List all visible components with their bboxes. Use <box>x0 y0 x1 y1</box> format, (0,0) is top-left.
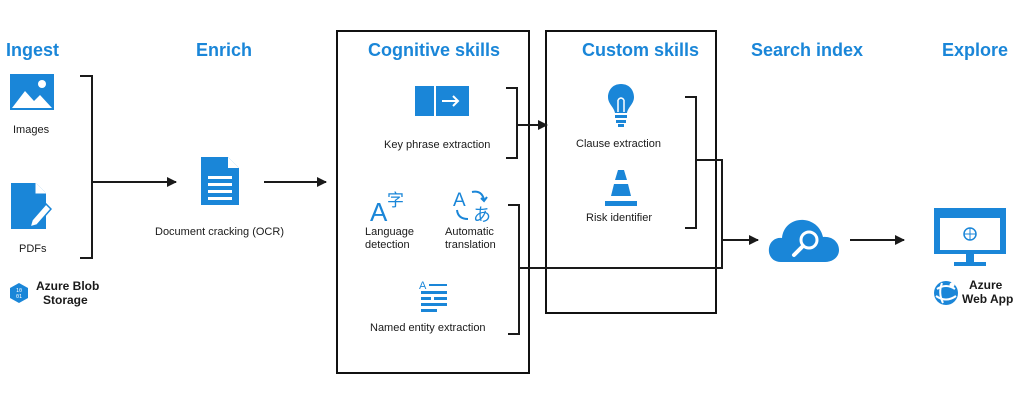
header-ingest: Ingest <box>6 40 60 60</box>
svg-text:01: 01 <box>16 294 22 300</box>
web-app-label-2: Web App <box>962 292 1014 306</box>
clause-extraction-label: Clause extraction <box>576 138 661 150</box>
header-enrich: Enrich <box>196 40 253 60</box>
svg-text:10: 10 <box>16 288 22 294</box>
header-cognitive-skills: Cognitive skills <box>368 40 501 60</box>
pdf-icon <box>10 182 53 235</box>
entity-icon: A <box>419 278 449 317</box>
web-app-icon <box>932 279 960 312</box>
svg-text:A: A <box>370 197 388 224</box>
language-detection-label-1: Language <box>365 226 414 238</box>
document-cracking-label: Document cracking (OCR) <box>155 226 284 238</box>
traffic-cone-icon <box>604 168 638 213</box>
cognitive-skills-box <box>336 30 530 374</box>
header-explore: Explore <box>942 40 1009 60</box>
key-phrase-icon <box>414 85 470 122</box>
header-search-index: Search index <box>751 40 864 60</box>
translation-icon: A あ <box>452 186 494 229</box>
key-phrase-label: Key phrase extraction <box>384 139 491 151</box>
blob-storage-label-2: Storage <box>43 293 88 307</box>
blob-storage-icon: 10 01 <box>8 282 30 309</box>
web-app-label-1: Azure <box>969 278 1003 292</box>
custom-skills-box <box>545 30 717 314</box>
monitor-icon <box>932 206 1008 273</box>
images-label: Images <box>13 124 50 136</box>
translation-label-2: translation <box>445 239 496 251</box>
header-custom-skills: Custom skills <box>582 40 700 60</box>
lightbulb-icon <box>606 82 636 133</box>
svg-text:あ: あ <box>473 205 491 224</box>
risk-identifier-label: Risk identifier <box>586 212 653 224</box>
language-detection-icon: A 字 <box>368 188 408 229</box>
svg-text:字: 字 <box>387 191 404 211</box>
document-icon <box>200 156 240 211</box>
language-detection-label-2: detection <box>365 239 410 251</box>
pdfs-label: PDFs <box>19 243 47 255</box>
svg-text:A: A <box>453 190 466 211</box>
named-entity-label: Named entity extraction <box>370 322 486 334</box>
search-cloud-icon <box>767 212 841 269</box>
svg-text:A: A <box>419 280 427 292</box>
image-icon <box>9 73 55 116</box>
blob-storage-label-1: Azure Blob <box>36 279 100 293</box>
translation-label-1: Automatic <box>445 226 494 238</box>
